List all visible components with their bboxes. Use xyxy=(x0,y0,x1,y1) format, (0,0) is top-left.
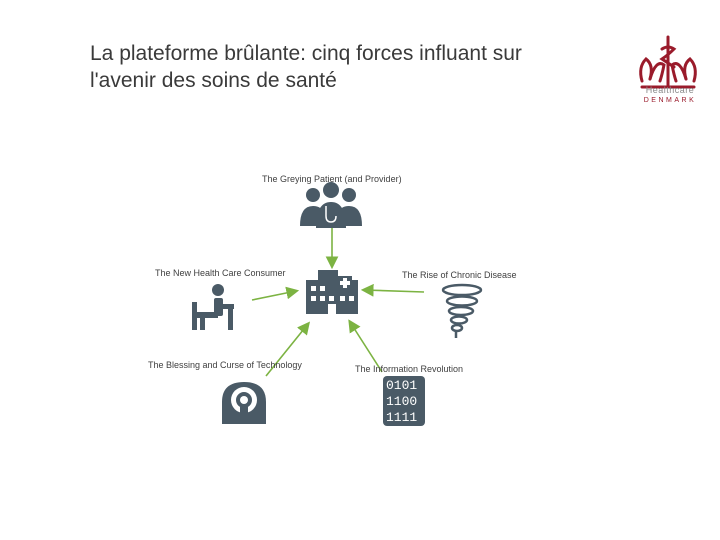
logo-name: Healthcare xyxy=(645,85,695,95)
binary-row-2: 1100 xyxy=(386,394,418,409)
people-icon xyxy=(300,182,362,228)
arrow-information xyxy=(348,319,383,373)
arrow-consumer xyxy=(251,286,300,301)
binary-row-1: 0101 xyxy=(386,378,418,393)
title-line-1: La plateforme brûlante: cinq forces infl… xyxy=(90,42,522,65)
arrows xyxy=(251,228,425,377)
label-health-care-consumer: The New Health Care Consumer xyxy=(155,268,286,278)
binary-icon xyxy=(383,376,425,426)
label-chronic-disease: The Rise of Chronic Disease xyxy=(402,270,517,280)
binary-row-3: 1111 xyxy=(386,410,418,425)
page-title: La plateforme brûlante: cinq forces infl… xyxy=(90,40,630,94)
arrow-technology xyxy=(265,321,311,377)
healthcare-denmark-logo xyxy=(639,35,697,89)
hospital-icon xyxy=(306,270,358,314)
logo-sub: DENMARK xyxy=(643,97,697,104)
mri-scanner-icon xyxy=(222,382,266,424)
person-at-desk-icon xyxy=(192,284,234,330)
label-technology: The Blessing and Curse of Technology xyxy=(148,360,302,370)
tornado-icon xyxy=(441,283,483,338)
label-information-revolution: The Information Revolution xyxy=(355,364,464,374)
title-line-2: l'avenir des soins de santé xyxy=(90,69,337,92)
label-greying-patient: The Greying Patient (and Provider) xyxy=(262,174,402,184)
arrow-chronic xyxy=(360,283,425,297)
